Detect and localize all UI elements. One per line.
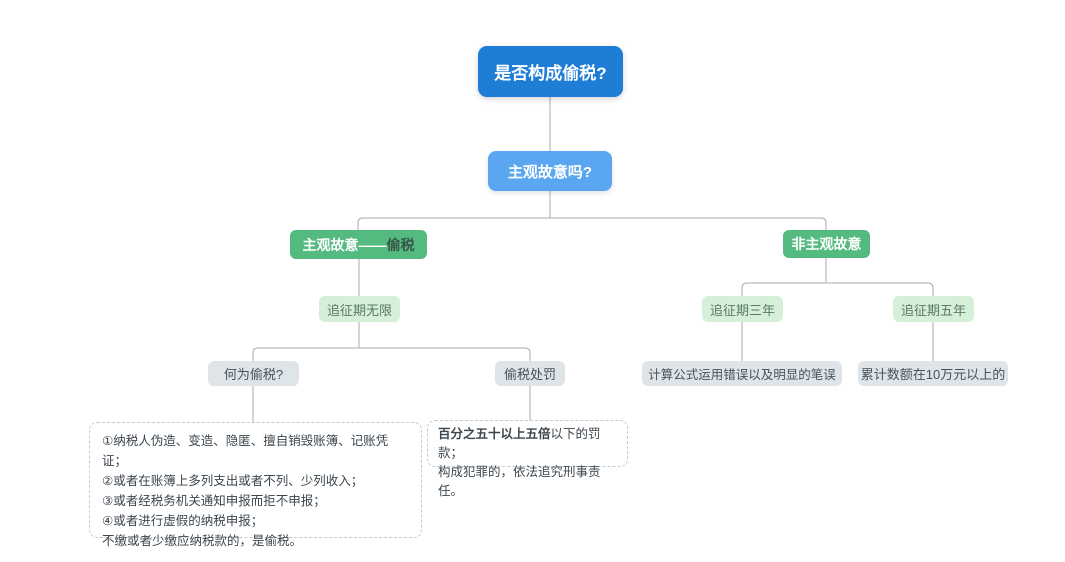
penalty-detail-line2: 构成犯罪的，依法追究刑事责任。: [438, 465, 601, 498]
node-intentional-evasion: 主观故意——偷税: [290, 230, 427, 259]
node-reason-calculation-error: 计算公式运用错误以及明显的笔误: [642, 361, 842, 386]
definition-line: ④或者进行虚假的纳税申报；: [102, 514, 264, 528]
node-period-five-years: 追征期五年: [893, 296, 974, 322]
definition-line: ②或者在账簿上多列支出或者不列、少列收入；: [102, 474, 364, 488]
edge-period-to-children: [252, 322, 531, 361]
node-subjective-intent-question: 主观故意吗?: [488, 151, 612, 191]
definition-line: ①纳税人伪造、变造、隐匿、擅自销毁账簿、记账凭证；: [102, 434, 389, 468]
penalty-detail-rest: 以下的罚款；: [438, 427, 601, 460]
definition-line: ③或者经税务机关通知申报而拒不申报；: [102, 494, 326, 508]
definition-line: 不缴或者少缴应纳税款的，是偷税。: [102, 534, 303, 548]
node-period-three-years: 追征期三年: [702, 296, 783, 322]
edge-unintentional-to-children: [741, 258, 934, 296]
node-unintentional: 非主观故意: [783, 230, 870, 258]
box-penalty-detail: 百分之五十以上五倍以下的罚款； 构成犯罪的，依法追究刑事责任。: [427, 420, 628, 498]
penalty-detail-bold: 百分之五十以上五倍: [438, 427, 551, 441]
edge-question-to-branches: [357, 191, 827, 230]
penalty-detail-line1: 百分之五十以上五倍以下的罚款；: [438, 425, 617, 463]
node-is-tax-evasion: 是否构成偷税?: [478, 46, 623, 97]
box-evasion-definition: ①纳税人伪造、变造、隐匿、擅自销毁账簿、记账凭证； ②或者在账簿上多列支出或者不…: [89, 422, 422, 548]
node-intentional-prefix-label: 主观故意——: [302, 236, 387, 253]
node-what-is-evasion: 何为偷税?: [208, 361, 299, 386]
node-period-unlimited: 追征期无限: [319, 296, 400, 322]
node-intentional-highlight-label: 偷税: [386, 236, 415, 253]
node-reason-amount-over-100k: 累计数额在10万元以上的: [858, 361, 1008, 386]
node-evasion-penalty: 偷税处罚: [495, 361, 565, 386]
